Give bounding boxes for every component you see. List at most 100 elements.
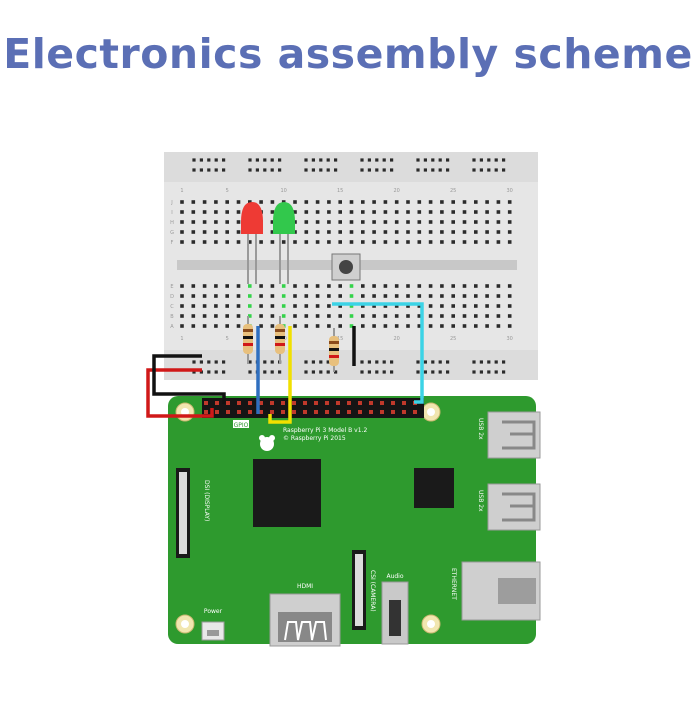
breadboard-hole [406,220,410,224]
rail-hole [214,168,218,172]
breadboard-hole [462,220,467,224]
breadboard-hole [361,324,365,328]
breadboard-hole [304,210,309,214]
gpio-pin [380,410,384,414]
column-number: 30 [507,188,513,194]
breadboard-hole [315,220,320,224]
rail-hole [214,370,218,374]
breadboard-hole [202,210,207,214]
rail-hole [334,370,338,374]
breadboard-hole [462,240,467,244]
gpio-pin [391,410,395,414]
breadboard-hole [361,200,365,204]
column-number: 10 [281,188,287,194]
breadboard-hole [349,324,354,328]
rail-hole [487,158,491,162]
row-letter: I [171,210,172,216]
breadboard-hole [406,200,410,204]
rail-hole [248,370,252,374]
rail-hole [390,158,394,162]
rail-hole [502,360,506,364]
rail-hole [199,158,203,162]
breadboard-hole [474,210,478,214]
breadboard-hole [417,294,422,298]
breadboard-hole [440,324,444,328]
rail-hole [319,360,323,364]
gpio-pin [391,401,395,405]
breadboard-hole [236,304,241,308]
breadboard-hole [462,200,467,204]
rail-hole [416,158,420,162]
breadboard-hole [485,294,489,298]
rail-hole [487,360,491,364]
breadboard-hole [372,230,376,234]
gpio-pin [204,401,208,405]
gpio-pin [292,410,296,414]
breadboard-hole [202,304,207,308]
breadboard-hole [349,294,354,298]
wire-red [146,368,214,418]
row-letter: F [171,240,174,246]
breadboard-hole [496,314,501,318]
rail-hole [192,370,196,374]
breadboard-hole [383,220,388,224]
breadboard-hole [180,294,184,298]
row-letter: B [170,314,174,320]
breadboard-hole [225,324,229,328]
breadboard-hole [236,314,241,318]
gpio-pin [303,401,307,405]
breadboard-hole [394,284,399,288]
breadboard-hole [417,220,422,224]
rail-hole [326,360,330,364]
breadboard-hole [496,200,501,204]
breadboard-hole [349,210,354,214]
breadboard-hole [304,220,309,224]
breadboard-hole [394,314,399,318]
rail-hole [446,158,450,162]
breadboard-hole [451,294,455,298]
breadboard-hole [507,240,512,244]
breadboard-hole [428,240,433,244]
rail-hole [304,168,308,172]
wire-yellow [268,326,292,424]
breadboard-hole [474,230,478,234]
breadboard-hole [462,304,467,308]
breadboard-hole [191,210,196,214]
breadboard-hole [293,314,297,318]
rail-hole [390,370,394,374]
breadboard-hole [474,314,478,318]
breadboard-hole [383,240,388,244]
rail-hole [382,158,386,162]
breadboard-hole [394,200,399,204]
rail-hole [270,360,274,364]
breadboard-hole [315,294,320,298]
breadboard-hole [248,284,252,288]
rail-hole [431,168,435,172]
csi-label: CSI (CAMERA) [369,570,376,612]
breadboard-hole [440,294,444,298]
rail-hole [431,360,435,364]
rail-hole [438,360,442,364]
breadboard-hole [474,240,478,244]
breadboard-hole [202,314,207,318]
rail-hole [382,370,386,374]
breadboard-hole [214,324,218,328]
breadboard-hole [248,240,252,244]
breadboard-hole [315,240,320,244]
breadboard-hole [417,324,422,328]
breadboard-hole [428,324,433,328]
breadboard-hole [440,314,444,318]
rail-hole [494,168,498,172]
rail-hole [494,158,498,162]
breadboard-hole [440,200,444,204]
rail-hole [487,168,491,172]
breadboard-hole [304,294,309,298]
rail-hole [479,168,483,172]
breadboard-hole [440,230,444,234]
breadboard-hole [406,284,410,288]
breadboard-hole [281,284,286,288]
breadboard-hole [259,240,263,244]
rail-hole [375,168,379,172]
breadboard-hole [202,200,207,204]
rail-hole [270,168,274,172]
